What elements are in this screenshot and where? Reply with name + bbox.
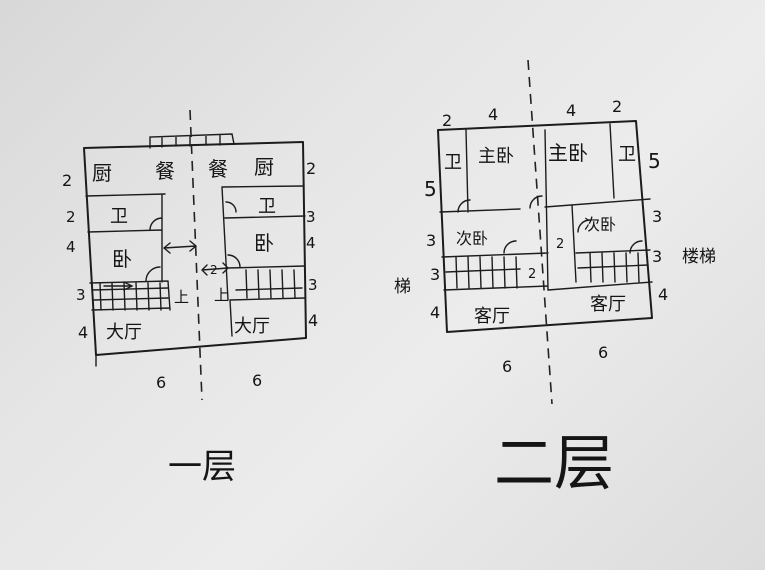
floor1-dim-left-4: 3 xyxy=(76,286,86,304)
floor2-left-stairs xyxy=(445,256,521,289)
floor1-left-stairs xyxy=(91,281,169,311)
floor2-dim-bottom-right: 6 xyxy=(598,343,608,362)
floor2-living-left: 客厅 xyxy=(474,306,510,327)
floor1-dim-left-1: 2 xyxy=(62,171,72,190)
floor2-inner-dim-1: 2 xyxy=(528,267,536,282)
floor1-dining-left: 餐 xyxy=(155,159,175,183)
floor2-bath-left: 卫 xyxy=(444,152,462,173)
floor1-door-swings xyxy=(145,201,241,282)
floor1-dim-right-3: 4 xyxy=(306,234,316,252)
floor2-dim-top-1: 2 xyxy=(442,111,452,130)
floor2-stairs-right-label: 楼梯 xyxy=(682,247,716,267)
floor1-dim-left-5: 4 xyxy=(78,323,88,342)
floor1-bath-right: 卫 xyxy=(258,196,276,217)
floor2-left-walls xyxy=(439,129,549,291)
floor2-master-left: 主卧 xyxy=(478,146,514,167)
floor1-caption: 一层 xyxy=(168,447,236,487)
floor2-dim-bottom-left: 6 xyxy=(502,357,512,376)
floor1-passage-arrows xyxy=(162,240,229,276)
floor2-second-right: 次卧 xyxy=(584,215,616,234)
floor2-master-right: 主卧 xyxy=(548,141,588,165)
floor2-dim-left-1: 5 xyxy=(424,177,437,201)
floor2-dim-right-2: 3 xyxy=(652,207,662,226)
floor1-dim-right-5: 4 xyxy=(308,311,318,330)
floor1-dim-right-4: 3 xyxy=(308,276,318,294)
floor2-dim-left-2: 3 xyxy=(426,231,436,250)
floor1-kitchen-left: 厨 xyxy=(92,161,112,185)
floor1-inner-dim: 2 xyxy=(210,263,218,277)
floor1-dim-bottom-left: 6 xyxy=(156,373,166,392)
floor2-bath-right: 卫 xyxy=(618,144,636,165)
floor1-bed-right: 卧 xyxy=(254,231,274,255)
floor2-inner-dim-2: 2 xyxy=(556,237,564,252)
floor1-dim-left-3: 4 xyxy=(66,238,76,256)
floor2-outer-wall xyxy=(437,120,653,333)
floor1-stairs-up-left: 上 xyxy=(174,288,189,306)
floor1-plan: 厨 餐 餐 厨 卫 卫 卧 卧 上 上 大厅 大厅 2 2 4 3 4 2 3 … xyxy=(62,109,318,487)
floor1-right-walls xyxy=(221,185,306,337)
floor1-living-right: 大厅 xyxy=(234,316,270,337)
floor2-dim-right-4: 4 xyxy=(658,285,668,304)
floor1-dining-right: 餐 xyxy=(208,157,228,181)
floor2-right-walls xyxy=(544,123,653,291)
floor2-door-swings xyxy=(457,195,643,254)
floor2-dim-left-3: 3 xyxy=(430,265,440,284)
floor2-living-right: 客厅 xyxy=(590,294,626,315)
floor2-plan: 卫 主卧 主卧 卫 次卧 次卧 客厅 客厅 梯 楼梯 2 4 4 2 5 3 3… xyxy=(394,59,716,499)
floor2-centre-axis xyxy=(527,59,553,405)
floor2-dim-right-3: 3 xyxy=(652,247,662,266)
floor1-right-stairs xyxy=(235,269,303,299)
floor2-dim-top-2: 4 xyxy=(488,105,498,124)
floor1-dim-left-2: 2 xyxy=(66,208,76,226)
floor1-dim-right-1: 2 xyxy=(306,159,316,178)
floor1-centre-axis xyxy=(189,109,203,401)
floor2-caption: 二层 xyxy=(494,429,614,499)
floor1-outer-wall xyxy=(83,141,307,356)
floor2-dim-left-4: 4 xyxy=(430,303,440,322)
floor2-second-left: 次卧 xyxy=(456,229,488,248)
floor1-kitchen-right: 厨 xyxy=(254,155,274,179)
floor2-stairs-left-label: 梯 xyxy=(394,277,411,297)
floor1-dim-bottom-right: 6 xyxy=(252,371,262,390)
floor1-left-walls xyxy=(85,193,171,311)
floor2-dim-top-4: 2 xyxy=(612,97,622,116)
floor2-right-stairs xyxy=(577,252,649,283)
floor1-bath-left: 卫 xyxy=(110,206,128,227)
floor2-dim-top-3: 4 xyxy=(566,101,576,120)
floor1-bed-left: 卧 xyxy=(112,247,132,271)
floor1-dim-right-2: 3 xyxy=(306,208,316,226)
floor2-dim-right-1: 5 xyxy=(648,149,661,173)
floor1-stairs-up-right: 上 xyxy=(214,286,229,304)
floor1-living-left: 大厅 xyxy=(106,322,142,343)
